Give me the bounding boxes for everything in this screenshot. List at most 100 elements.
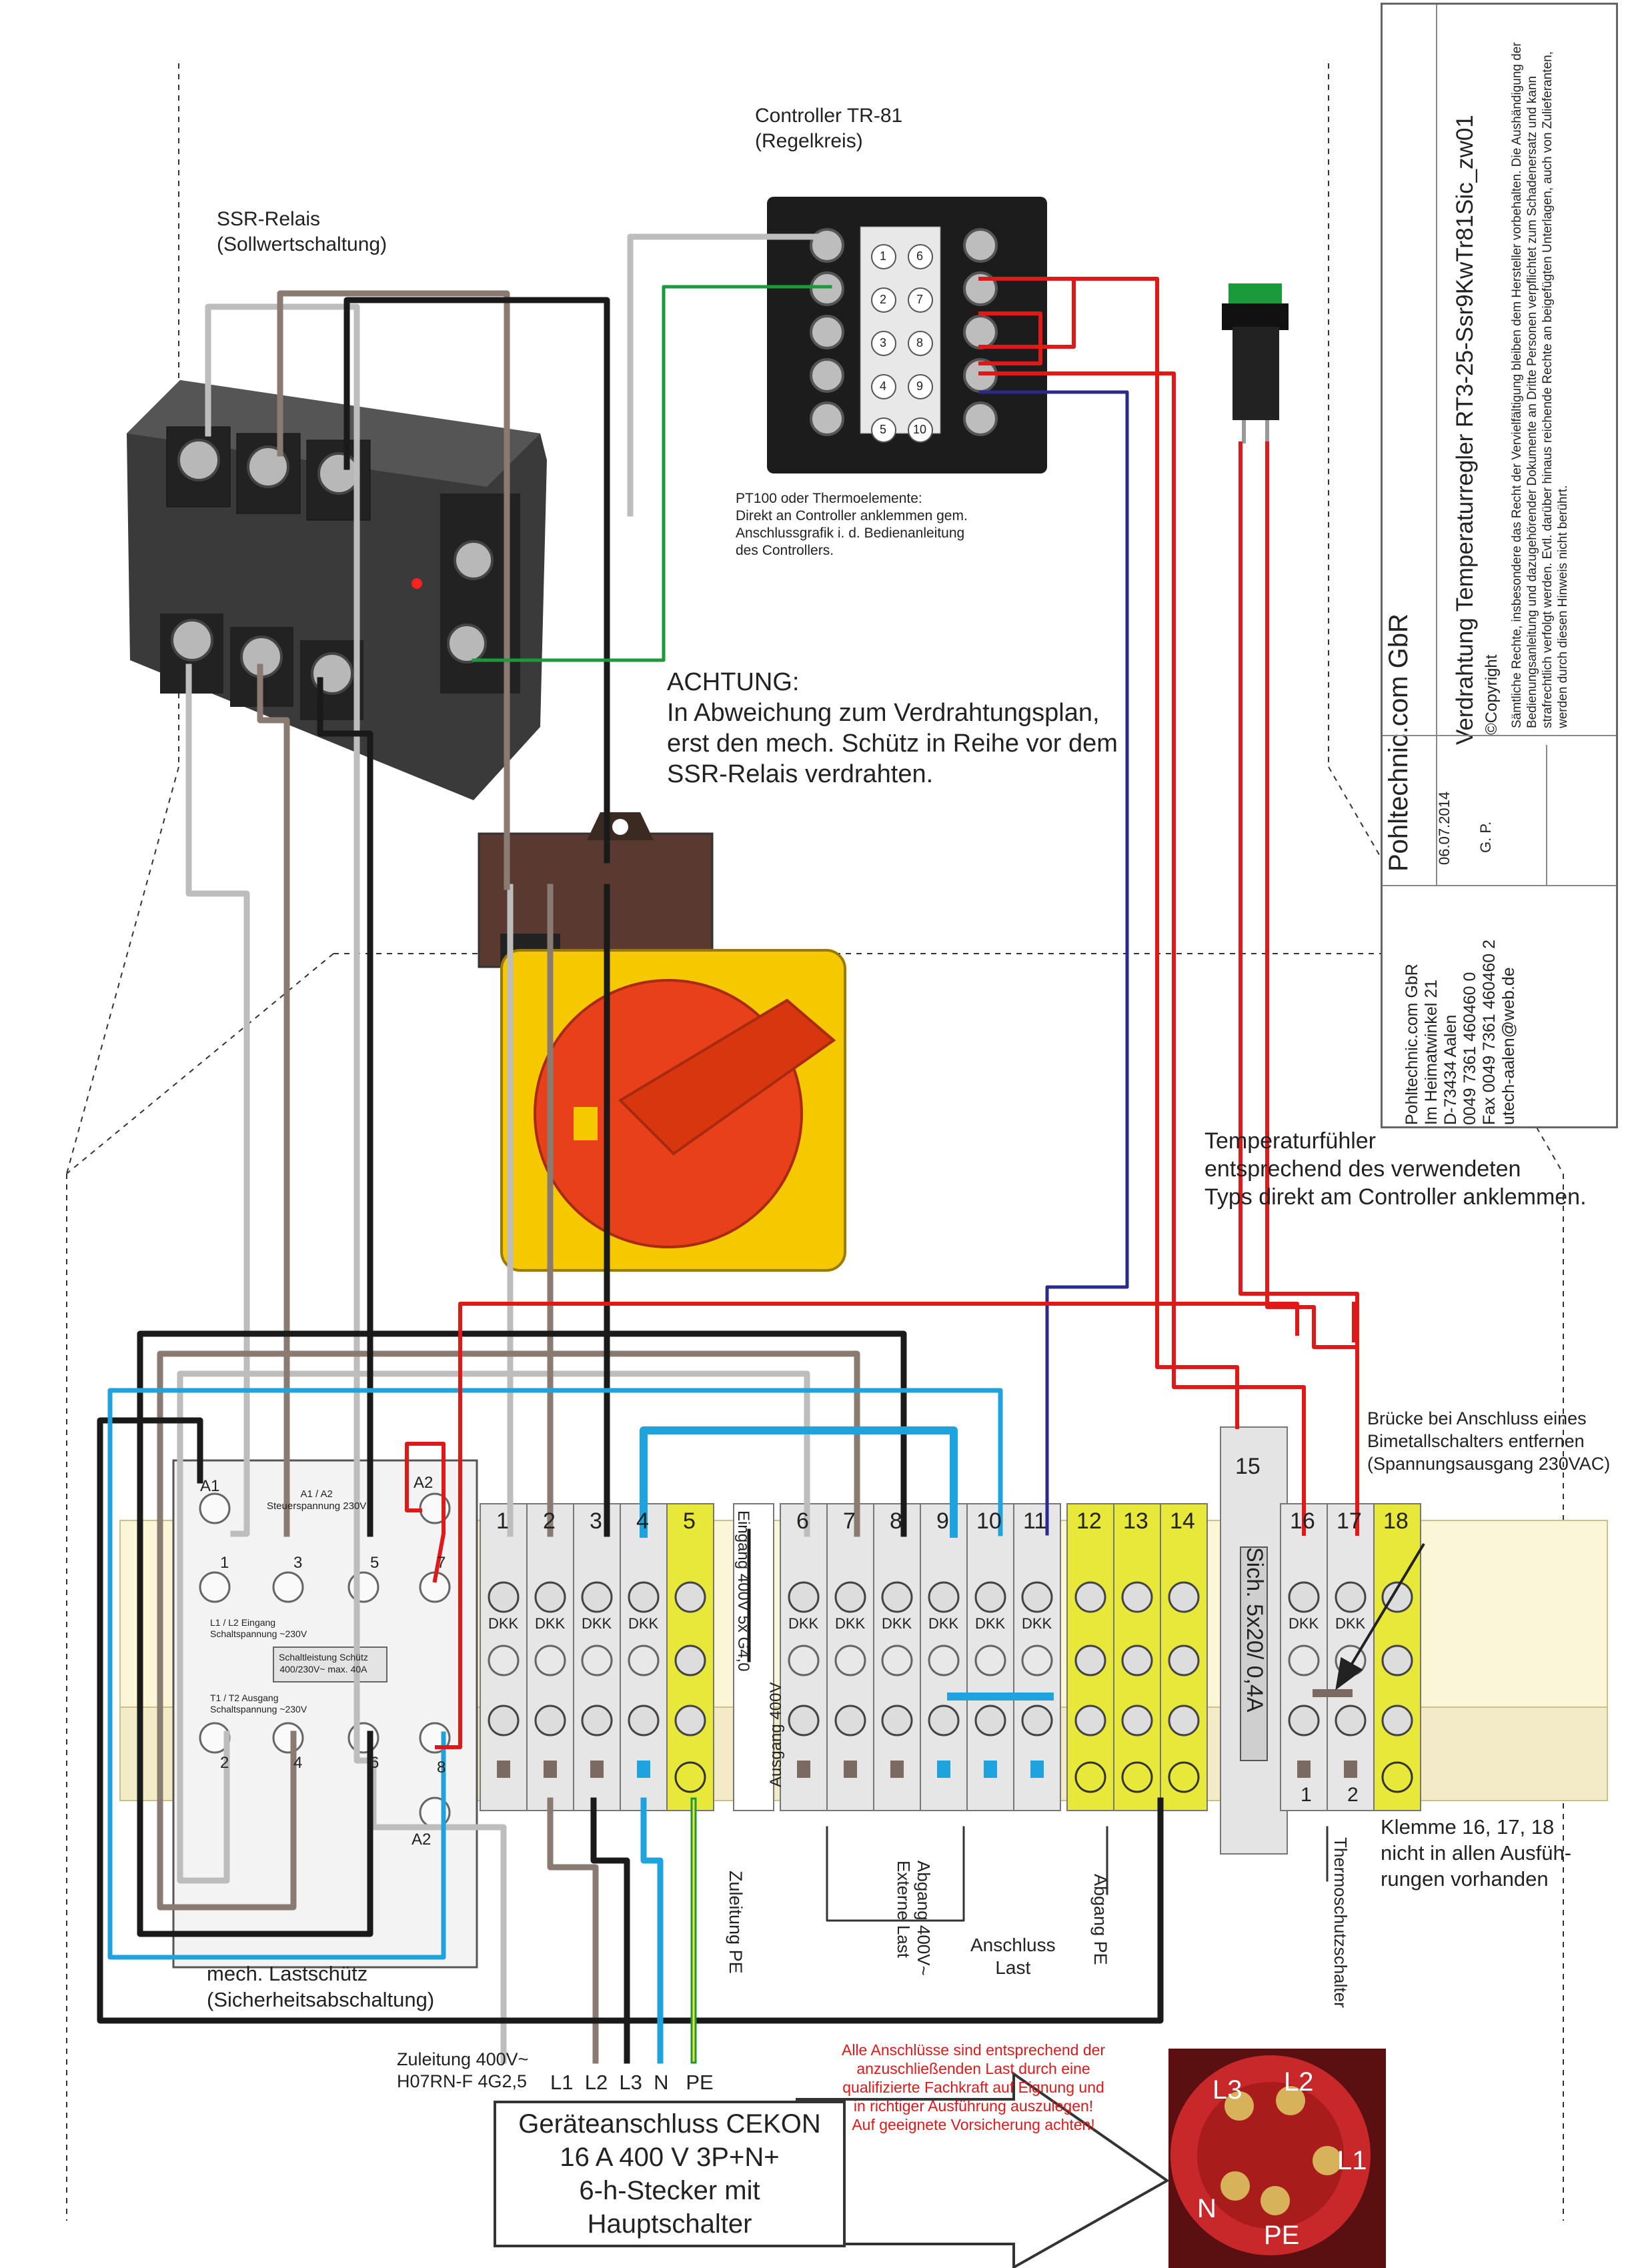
- wire-black-pe-loop: [97, 1417, 1164, 2024]
- thermo-switch-label: Thermoschutzschalter: [1331, 1837, 1351, 2008]
- terminal-dkk-16: DKK: [1289, 1615, 1319, 1632]
- company-name: Pohltechnic.com GbR: [1384, 614, 1413, 872]
- wire-red-16: [978, 371, 1306, 1536]
- terminal-number-1: 1: [496, 1508, 509, 1534]
- sensor-note: Temperaturfühler entsprechend des verwen…: [1204, 1128, 1587, 1210]
- device-connection-box: Geräteanschluss CEKON 16 A 400 V 3P+N+ 6…: [494, 2101, 846, 2247]
- terminal-block: [480, 1426, 1421, 1855]
- wire-red-pushbutton: [1239, 441, 1359, 1536]
- terminal-number-12: 12: [1076, 1508, 1102, 1534]
- terminal-18: [1373, 1503, 1421, 1811]
- wire-red-contactor: [435, 1302, 1299, 1749]
- wire-brown-2: [257, 664, 290, 1537]
- terminal-number-10: 10: [976, 1508, 1002, 1534]
- controller-pin-6: 6: [916, 249, 924, 263]
- title-block: Pohltechnic.com GbR Verdrahtung Temperat…: [1381, 3, 1618, 1128]
- ssr-label: SSR-Relais (Sollwertschaltung): [217, 208, 387, 255]
- supply-caption: Zuleitung 400V~ H07RN-F 4G2,5: [397, 2049, 529, 2091]
- terminal-17-bottom: 2: [1347, 1784, 1359, 1806]
- wire-black-supply: [590, 1797, 630, 2064]
- controller-pin-2: 2: [880, 293, 887, 306]
- contactor-rating-label: Schaltleistung Schütz 400/230V~ max. 40A: [279, 1652, 368, 1674]
- push-button: [1222, 283, 1289, 443]
- plug-pin-L3: L3: [1212, 2075, 1243, 2105]
- warning-note: ACHTUNG: In Abweichung zum Verdrahtungsp…: [667, 668, 1118, 788]
- cekon-plug: [1168, 2049, 1386, 2268]
- contactor-pin-bottom-8: 8: [437, 1759, 446, 1777]
- contactor-pin-top-1: 1: [220, 1554, 229, 1572]
- wire-black-2: [317, 677, 373, 1537]
- wire-blue-supply: [640, 1797, 664, 2064]
- address-block: Pohltechnic.com GbR Im Heimatwinkel 21 D…: [1403, 939, 1518, 1125]
- wire-red-bridge-2: [978, 311, 1042, 365]
- contactor-caption: mech. Lastschütz (Sicherheitsabschaltung…: [207, 1962, 435, 2011]
- wire-grey-1: [205, 303, 507, 2064]
- wire-red-a1: [405, 1442, 446, 1583]
- terminal-dkk-1: DKK: [488, 1615, 519, 1632]
- terminal-dkk-17: DKK: [1335, 1615, 1366, 1632]
- terminal-number-11: 11: [1023, 1508, 1047, 1534]
- terminal-number-2: 2: [543, 1508, 556, 1534]
- controller-pin-3: 3: [880, 336, 887, 349]
- wire-blue-bridge: [640, 1426, 958, 1538]
- wire-red-pushbutton-2: [1265, 441, 1359, 1349]
- terminal-number-15: 15: [1235, 1454, 1261, 1479]
- plug-pin-L2: L2: [1284, 2067, 1314, 2097]
- contactor-pin-top-5: 5: [370, 1554, 379, 1572]
- wire-brown-1: [277, 290, 510, 890]
- contactor-pin-top-3: 3: [293, 1554, 303, 1572]
- drawing-date: 06.07.2014: [1436, 791, 1453, 865]
- contactor-a1a2-label: A1 / A2 Steuerspannung 230V: [267, 1488, 367, 1512]
- drawing-title: Verdrahtung Temperaturregler RT3-25-Ssr9…: [1452, 115, 1478, 745]
- plug-pin-N: N: [1197, 2194, 1216, 2223]
- terminal-dkk-10: DKK: [975, 1615, 1006, 1632]
- controller-pin-10: 10: [913, 423, 927, 436]
- terminals-note: Klemme 16, 17, 18 nicht in allen Ausfüh-…: [1381, 1815, 1572, 1891]
- supply-phases: L1 L2 L3 N PE: [550, 2071, 714, 2094]
- wire-grey-ctrl: [627, 233, 834, 517]
- terminal-number-18: 18: [1383, 1508, 1409, 1534]
- wire-brown-loop: [157, 1350, 860, 1911]
- anschluss-last-label: Anschluss Last: [970, 1935, 1056, 1978]
- plug-pin-PE: PE: [1264, 2221, 1300, 2250]
- wire-navy: [978, 390, 1129, 1536]
- drawing-author: G. P.: [1477, 821, 1494, 853]
- terminal-dkk-4: DKK: [628, 1615, 659, 1632]
- contactor-pin-bottom-4: 4: [293, 1754, 303, 1772]
- terminal-dkk-7: DKK: [835, 1615, 866, 1632]
- terminal-number-9: 9: [936, 1508, 949, 1534]
- pt100-note: PT100 oder Thermoelemente: Direkt an Con…: [736, 491, 968, 558]
- terminal-number-8: 8: [890, 1508, 902, 1534]
- fuse-label: Sich. 5x20/ 0,4A: [1242, 1547, 1267, 1713]
- abgang-pe-label: Abgang PE: [1090, 1874, 1110, 1965]
- contactor-pin-bottom-2: 2: [220, 1754, 229, 1772]
- terminal-number-6: 6: [796, 1508, 809, 1534]
- terminal-number-7: 7: [843, 1508, 856, 1534]
- copyright-label: ©Copyright: [1483, 654, 1501, 735]
- controller-pin-7: 7: [916, 293, 924, 306]
- terminal-number-14: 14: [1170, 1508, 1195, 1534]
- controller-label: Controller TR-81 (Regelkreis): [755, 105, 903, 152]
- terminal-number-3: 3: [590, 1508, 602, 1534]
- wire-brown-supply: [547, 1797, 599, 2064]
- terminal-16-bottom: 1: [1301, 1784, 1312, 1806]
- terminal-number-4: 4: [636, 1508, 649, 1534]
- ausgang-label: Ausgang 400V: [767, 1682, 785, 1787]
- terminal-dkk-3: DKK: [582, 1615, 612, 1632]
- abgang-extern-label: Abgang 400V~ Externe Last: [894, 1861, 934, 1976]
- controller-pin-5: 5: [880, 423, 887, 436]
- plug-pin-L1: L1: [1337, 2146, 1367, 2175]
- bridge-note: Brücke bei Anschluss eines Bimetallschal…: [1367, 1408, 1611, 1474]
- main-switch: [478, 812, 846, 1272]
- wire-green-ctrl: [472, 285, 832, 662]
- controller-pin-4: 4: [880, 379, 887, 393]
- terminal-dkk-8: DKK: [882, 1615, 912, 1632]
- contactor-pin-top-A2: A2: [414, 1474, 434, 1492]
- wire-grey-ssr: [185, 664, 250, 1537]
- wire-black-1: [343, 297, 610, 864]
- wire-black-loop: [137, 1330, 907, 1937]
- contactor-l1l2-label: L1 / L2 Eingang Schaltspannung ~230V: [210, 1617, 307, 1639]
- contactor-pin-bottom-A2: A2: [412, 1831, 432, 1849]
- wire-grey-loop: [177, 1370, 810, 1884]
